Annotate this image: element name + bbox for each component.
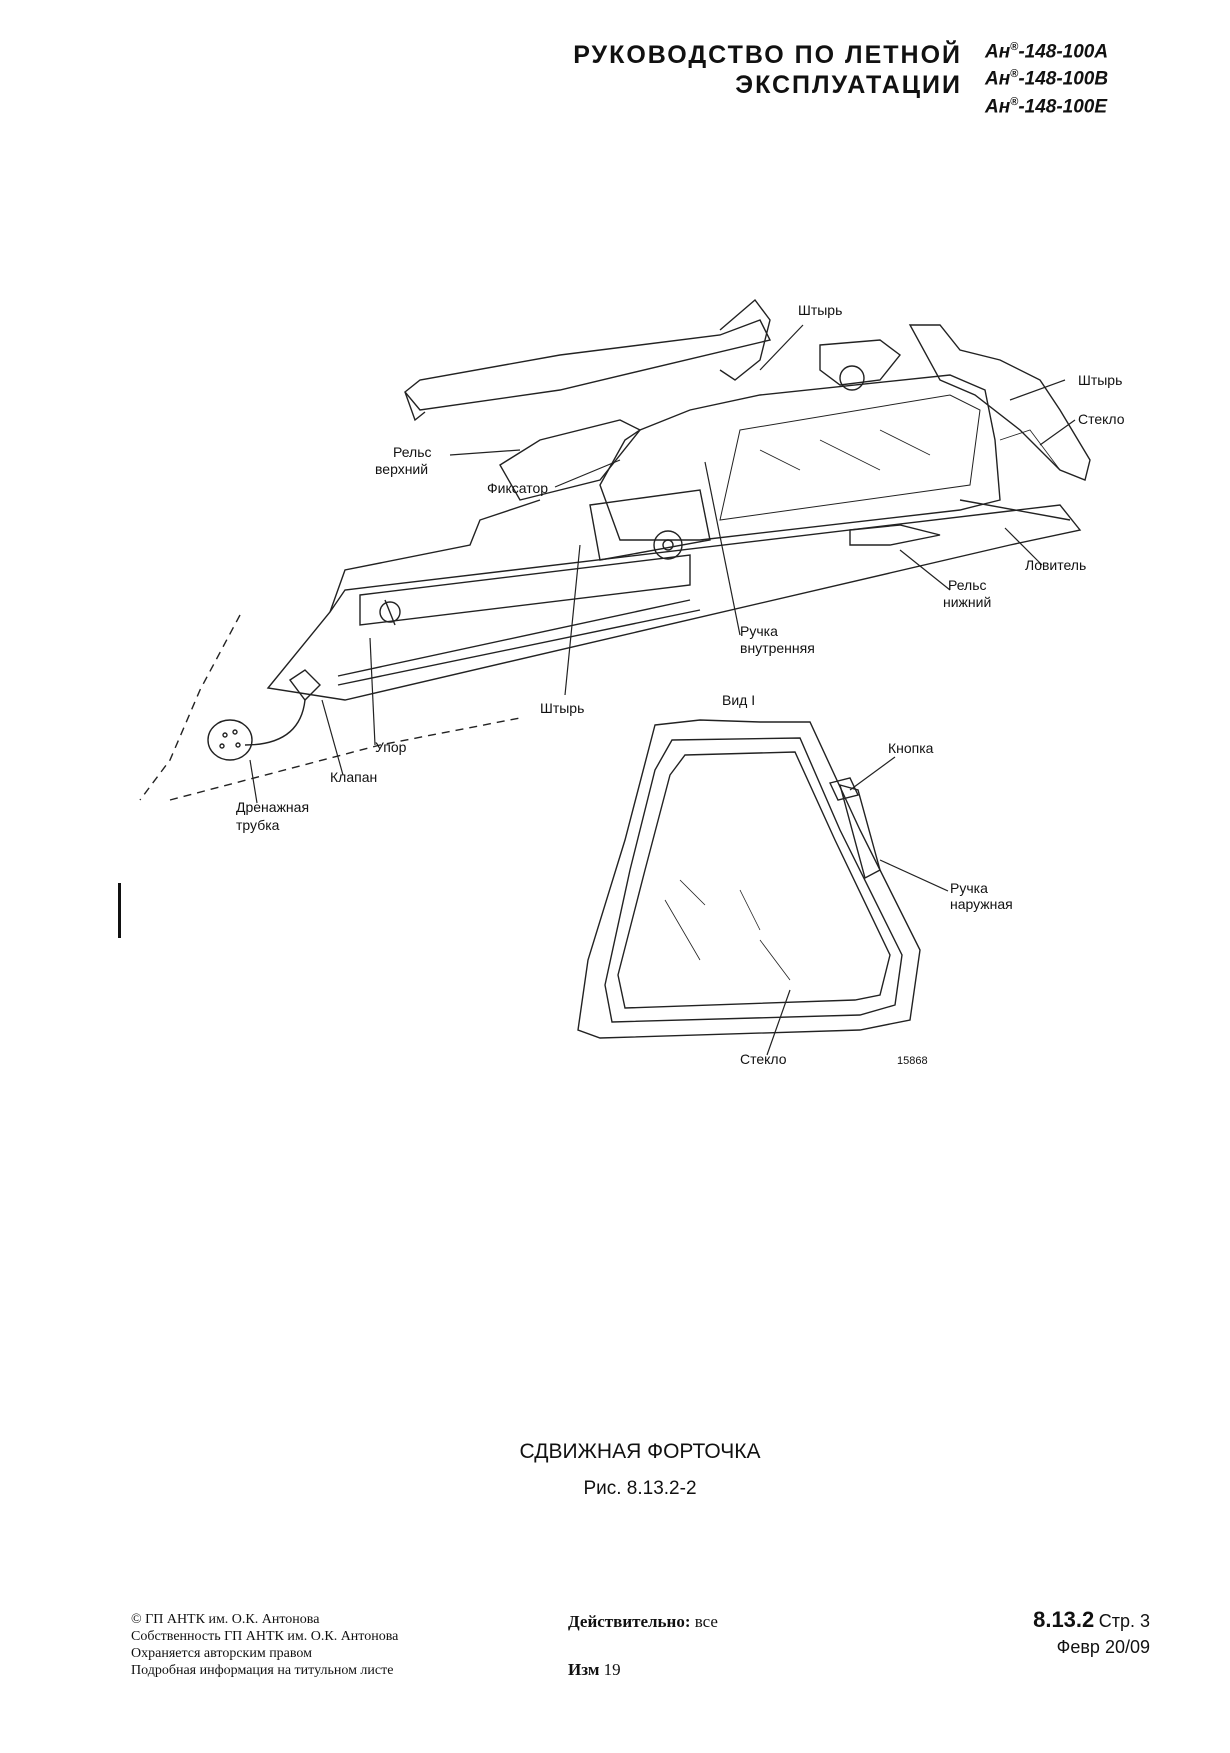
label-latch: Фиксатор <box>487 480 548 496</box>
title-line-2: ЭКСПЛУАТАЦИИ <box>735 71 962 99</box>
protection-line: Охраняется авторским правом <box>131 1646 313 1661</box>
drain-disk <box>207 719 253 761</box>
figure-number: Рис. 8.13.2-2 <box>583 1478 697 1499</box>
lower-sill-outline <box>266 504 1082 701</box>
lower-frame-top <box>329 499 541 613</box>
validity-value: все <box>694 1612 718 1631</box>
label-handle-inner-2: внутренняя <box>740 640 815 656</box>
revision-label: Изм <box>568 1660 600 1679</box>
model-a: Ан®-148-100A <box>985 41 1109 63</box>
sliding-glass-upper <box>719 394 981 521</box>
details-line: Подробная информация на титульном листе <box>131 1663 394 1678</box>
label-valve: Клапан <box>330 769 377 785</box>
catcher-hatch <box>999 429 1061 471</box>
drain-tube <box>244 699 306 746</box>
title-line-1: РУКОВОДСТВО ПО ЛЕТНОЙ <box>573 41 962 69</box>
copyright-block: © ГП АНТК им. О.К. Антонова Собственност… <box>131 1611 398 1679</box>
leader-lines <box>249 324 1076 1056</box>
view-glass-reflections <box>664 879 791 981</box>
inner-handle-plate <box>589 489 711 561</box>
upper-rail-left <box>404 319 772 411</box>
upper-rail-end <box>404 391 426 422</box>
lower-rail-line-1 <box>337 599 691 677</box>
ownership-line: Собственность ГП АНТК им. О.К. Антонова <box>131 1629 399 1644</box>
revision: Изм 19 <box>568 1660 621 1680</box>
label-stop: Упор <box>375 739 407 755</box>
label-rail-upper-2: верхний <box>375 461 428 477</box>
label-handle-outer-1: Ручка <box>950 880 988 896</box>
glass-reflection-lines <box>759 429 931 471</box>
section-number: 8.13.2 <box>1033 1607 1095 1632</box>
catcher-arm <box>959 499 1071 521</box>
label-drain-1: Дренажная <box>236 799 309 815</box>
handle-pivot <box>653 530 683 560</box>
fuselage-edge-dashed <box>139 614 241 801</box>
label-catcher: Ловитель <box>1025 557 1086 573</box>
valve-body <box>288 669 321 702</box>
stop-hole <box>379 601 401 623</box>
view-i-inner-frame <box>604 737 903 1023</box>
label-view: Вид I <box>722 692 755 708</box>
button-body <box>829 777 859 801</box>
label-handle-inner-1: Ручка <box>740 623 778 639</box>
label-pin-top: Штырь <box>798 302 842 318</box>
label-rail-lower-1: Рельс <box>948 577 987 593</box>
view-i-outer-frame <box>577 719 921 1039</box>
view-i-glass <box>617 751 891 1009</box>
label-rail-lower-2: нижний <box>943 594 991 610</box>
handle-pivot-center <box>662 539 674 551</box>
model-b: Ан®-148-100B <box>985 68 1109 90</box>
latch-arm <box>499 419 642 501</box>
upper-pin-bracket <box>719 298 771 381</box>
label-glass-top: Стекло <box>1078 411 1125 427</box>
label-pin-right: Штырь <box>1078 372 1122 388</box>
model-list: Ан®-148-100A Ан®-148-100B Ан®-148-100E <box>985 36 1108 118</box>
lower-rail-block <box>849 524 941 546</box>
revision-bar <box>118 883 121 938</box>
label-handle-outer-2: наружная <box>950 896 1013 912</box>
page-info: 8.13.2 Стр. 3 Февр 20/09 <box>1033 1607 1150 1658</box>
fuselage-lower-dashed <box>169 717 521 801</box>
revision-date: Февр 20/09 <box>1056 1637 1150 1657</box>
model-e: Ан®-148-100E <box>985 95 1108 117</box>
validity: Действительно: все <box>568 1612 718 1632</box>
lower-frame-panel <box>359 554 691 626</box>
figure-title: СДВИЖНАЯ ФОРТОЧКА <box>519 1440 761 1463</box>
sliding-window-frame <box>599 374 1001 541</box>
page-number: Стр. 3 <box>1098 1611 1150 1631</box>
validity-label: Действительно: <box>568 1612 691 1631</box>
upper-right-bracket <box>908 324 1091 481</box>
hinge-bolt-upper <box>839 365 865 391</box>
label-pin-bottom: Штырь <box>540 700 584 716</box>
document-title: РУКОВОДСТВО ПО ЛЕТНОЙ ЭКСПЛУАТАЦИИ <box>573 40 962 100</box>
label-glass-bottom: Стекло <box>740 1051 787 1067</box>
upper-hinge-plate <box>819 339 901 386</box>
figure-code: 15868 <box>897 1055 928 1067</box>
lower-rail-line-2 <box>337 609 701 686</box>
label-button: Кнопка <box>888 740 934 756</box>
revision-value: 19 <box>603 1660 621 1679</box>
copyright-line: © ГП АНТК им. О.К. Антонова <box>131 1612 320 1627</box>
label-rail-upper-1: Рельс <box>393 444 432 460</box>
label-drain-2: трубка <box>236 817 280 833</box>
